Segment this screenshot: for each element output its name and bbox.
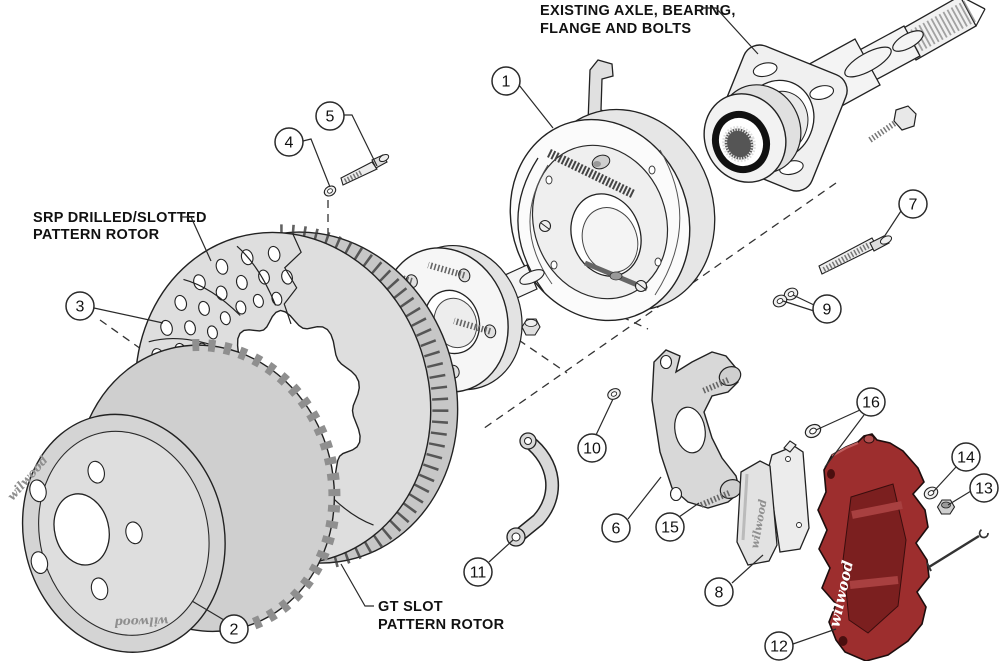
retainer-clip — [978, 529, 989, 539]
rotor-drill-hole — [160, 319, 173, 336]
rotor-drill-hole — [174, 294, 188, 311]
rotor-slot — [148, 337, 213, 346]
hat-center-bore — [53, 493, 110, 566]
callout-8: 8 — [704, 577, 734, 607]
callout-14: 14 — [951, 442, 981, 472]
callout-5: 5 — [315, 101, 345, 131]
gt-rotor-label-line1: GT SLOT — [378, 599, 443, 615]
axle-assembly — [703, 0, 986, 192]
axle-label-line2: FLANGE AND BOLTS — [540, 21, 691, 37]
callout-10: 10 — [577, 433, 607, 463]
callouts: 1 2 3 4 5 6 7 8 9 10 11 12 13 14 15 16 — [65, 66, 999, 661]
svg-text:6: 6 — [612, 521, 621, 538]
callout-1: 1 — [491, 66, 521, 96]
caliper-mount-bolt-item7 — [818, 235, 893, 275]
rotor-slot — [183, 278, 241, 316]
rotor-drill-hole — [215, 258, 229, 275]
svg-text:16: 16 — [862, 395, 880, 412]
text-labels: EXISTING AXLE, BEARING, FLANGE AND BOLTS… — [33, 3, 759, 633]
crossover-tube-fitting — [863, 434, 875, 444]
brake-pads: wilwood — [736, 440, 810, 566]
callout-15: 15 — [655, 512, 685, 542]
callout-3: 3 — [65, 291, 95, 321]
axle-bearing — [703, 84, 802, 183]
svg-text:14: 14 — [957, 450, 975, 467]
rotor-drill-hole — [281, 269, 293, 285]
callout-9: 9 — [812, 294, 842, 324]
parking-brake-cable-arm — [506, 432, 560, 547]
svg-text:13: 13 — [975, 481, 993, 498]
break-line — [283, 233, 302, 325]
svg-text:5: 5 — [326, 109, 335, 126]
svg-text:7: 7 — [909, 197, 918, 214]
rotor-drill-hole — [267, 245, 281, 262]
rotor-drill-hole — [235, 300, 247, 315]
parking-brake-backing-plate — [509, 59, 716, 322]
gt-rotor-label-line2: PATTERN ROTOR — [378, 617, 505, 633]
washers-item9 — [772, 287, 799, 308]
callout-11: 11 — [463, 557, 493, 587]
flange-bolt — [868, 105, 917, 143]
pad-retainer-pin — [926, 529, 989, 572]
callout-12: 12 — [764, 631, 794, 661]
washer-item16 — [804, 423, 822, 439]
callout-7: 7 — [898, 189, 928, 219]
caliper-ear-hole-upper — [827, 469, 835, 479]
bolt-item5 — [340, 153, 390, 186]
spline-hatching — [902, 0, 978, 56]
hat-brand-script-bottom: wilwood — [114, 614, 169, 630]
svg-text:10: 10 — [583, 441, 601, 458]
svg-text:3: 3 — [76, 299, 85, 316]
svg-text:8: 8 — [715, 585, 724, 602]
srp-rotor-label-line2: PATTERN ROTOR — [33, 227, 160, 243]
brake-caliper: wilwood — [817, 433, 930, 661]
svg-text:9: 9 — [823, 302, 832, 319]
rotor-hat: wilwood wilwood — [4, 339, 341, 653]
rotor-slot — [236, 245, 277, 306]
shoe-return-spring — [547, 148, 635, 199]
rotor-drill-hole — [184, 320, 196, 336]
svg-text:4: 4 — [285, 135, 294, 152]
caliper-mounting-bracket — [651, 349, 743, 509]
rotor-drill-hole — [219, 311, 231, 326]
callout-leaders — [93, 84, 972, 645]
axle-label-line1: EXISTING AXLE, BEARING, — [540, 3, 736, 19]
callout-6: 6 — [601, 513, 631, 543]
callout-13: 13 — [969, 473, 999, 503]
srp-rotor-label-line1: SRP DRILLED/SLOTTED — [33, 210, 207, 226]
bracket-stud-lower — [699, 490, 731, 508]
svg-text:15: 15 — [661, 520, 679, 537]
caliper-ear-hole-lower — [838, 636, 848, 646]
svg-text:11: 11 — [470, 565, 487, 582]
callout-4: 4 — [274, 127, 304, 157]
svg-text:2: 2 — [230, 622, 239, 639]
washer-item4 — [323, 185, 337, 197]
svg-text:12: 12 — [770, 639, 788, 656]
svg-text:1: 1 — [502, 74, 511, 91]
callout-16: 16 — [856, 387, 886, 417]
axle-nut — [521, 318, 541, 336]
rotor-drill-hole — [235, 274, 248, 290]
hat-lug-holes — [29, 460, 143, 601]
rotor-drill-hole — [198, 300, 210, 316]
rotor-vane-slats — [280, 224, 449, 569]
washer-item10 — [607, 388, 621, 400]
rotor-drill-hole — [193, 274, 206, 291]
callout-2: 2 — [219, 614, 249, 644]
rotor-drill-hole — [206, 325, 218, 340]
rotor-drill-hole — [252, 293, 264, 308]
bracket-stud-upper — [701, 377, 730, 394]
